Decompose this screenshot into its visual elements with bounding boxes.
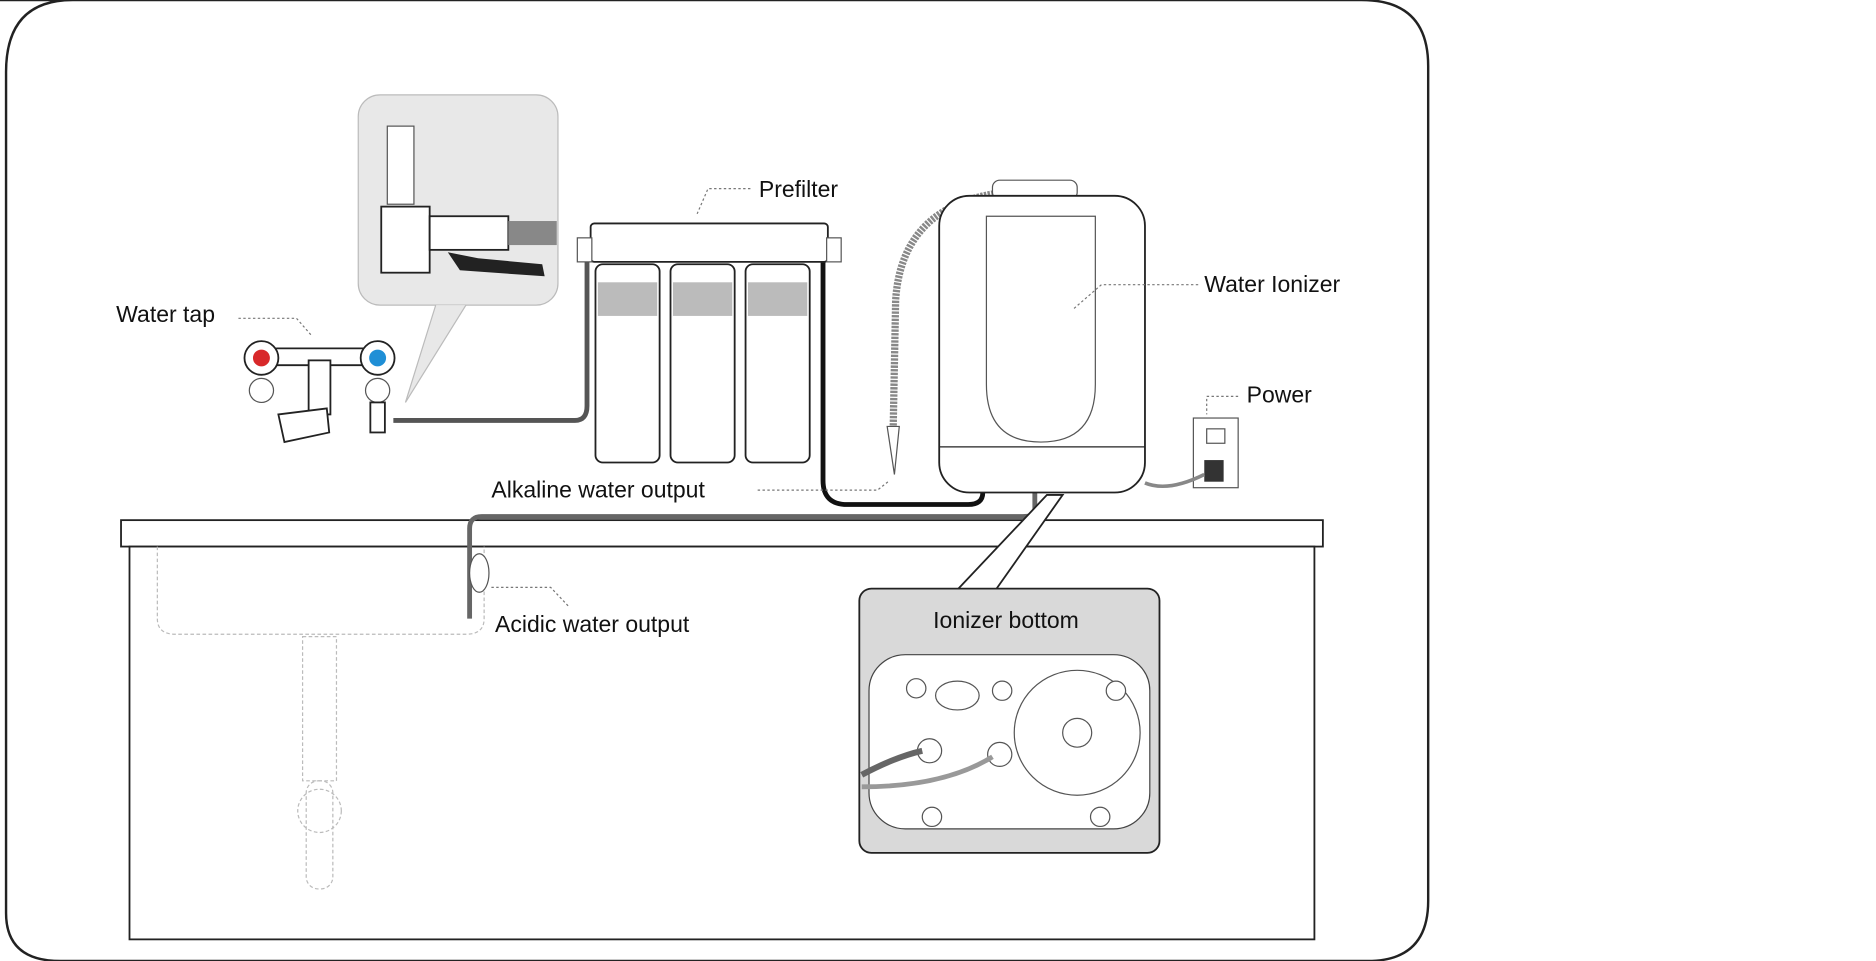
label-water-tap: Water tap — [116, 301, 215, 327]
label-ionizer-bottom: Ionizer bottom — [933, 607, 1079, 633]
outer-frame — [0, 0, 1430, 961]
prefilter — [576, 222, 842, 464]
ionizer-bottom-inset — [858, 494, 1161, 854]
label-prefilter: Prefilter — [759, 176, 839, 202]
sink-basin — [156, 546, 485, 890]
water-tap — [243, 340, 396, 444]
label-water-ionizer: Water Ionizer — [1204, 271, 1340, 297]
label-power: Power — [1247, 381, 1313, 407]
cold-knob-icon — [369, 349, 387, 367]
label-acidic-water-output: Acidic water output — [495, 611, 690, 637]
inlet-tube — [393, 252, 590, 423]
drain-clip — [468, 553, 490, 593]
hot-knob-icon — [252, 349, 270, 367]
prefilter-to-ionizer-tube — [820, 252, 986, 507]
water-ionizer — [938, 179, 1146, 494]
label-alkaline-water-output: Alkaline water output — [491, 476, 705, 502]
power-outlet — [1144, 417, 1239, 489]
tap-adapter-inset — [357, 94, 559, 403]
